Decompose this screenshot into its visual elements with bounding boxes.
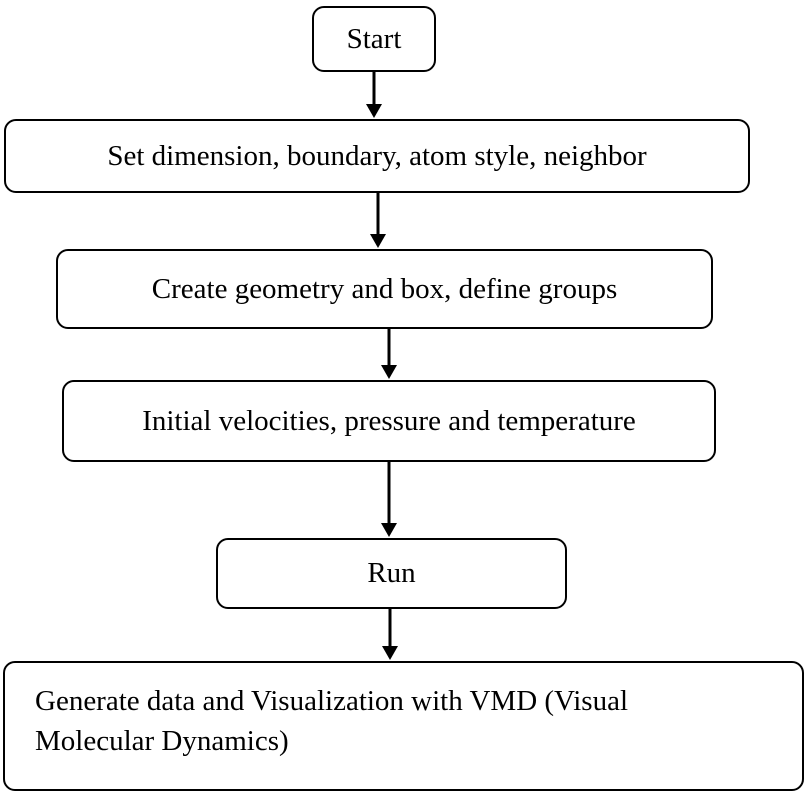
start-label: Start: [346, 22, 402, 55]
arrow-step2-to-step3: [381, 329, 397, 379]
arrow-step3-to-step4: [381, 462, 397, 537]
step-generate-data-label-line1: Generate data and Visualization with VMD…: [35, 685, 629, 717]
arrow-start-to-step1: [366, 72, 382, 118]
step-set-dimension: Set dimension, boundary, atom style, nei…: [4, 119, 750, 193]
arrow-step4-to-step5: [382, 609, 398, 660]
step-create-geometry-label: Create geometry and box, define groups: [151, 272, 618, 305]
step-initial-velocities-label: Initial velocities, pressure and tempera…: [142, 404, 636, 437]
step-initial-velocities: Initial velocities, pressure and tempera…: [62, 380, 716, 462]
step-generate-data-label-line2: Molecular Dynamics): [35, 725, 289, 758]
start-node: Start: [312, 6, 436, 72]
step-create-geometry: Create geometry and box, define groups: [56, 249, 713, 329]
step-run: Run: [216, 538, 567, 609]
step-set-dimension-label: Set dimension, boundary, atom style, nei…: [107, 139, 647, 172]
step-run-label: Run: [367, 557, 416, 590]
step-generate-data: Generate data and Visualization with VMD…: [3, 661, 804, 791]
arrow-step1-to-step2: [370, 193, 386, 248]
